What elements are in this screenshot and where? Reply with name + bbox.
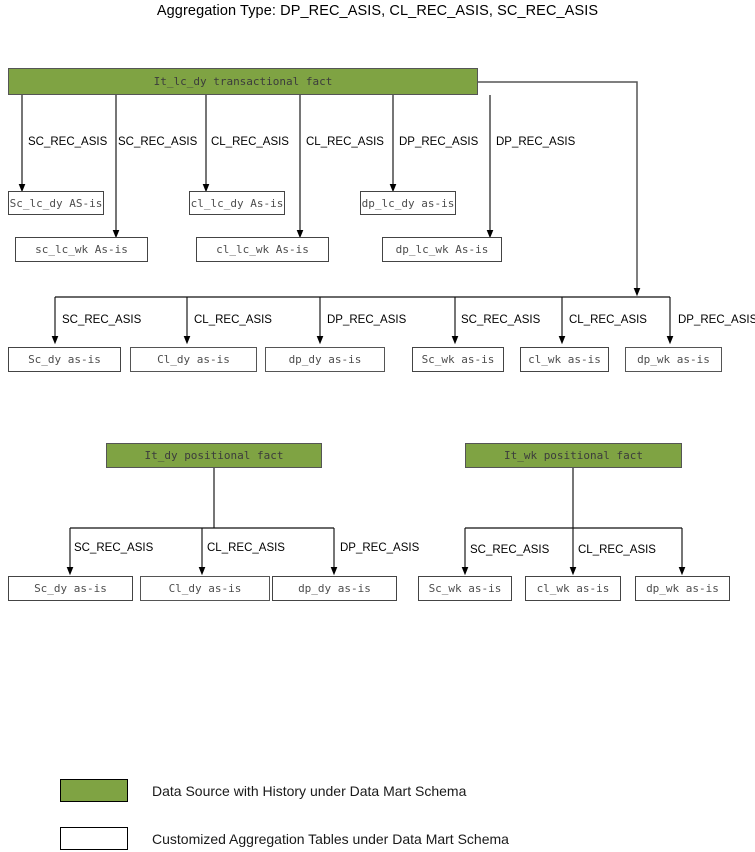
node-dp-dy-as-is-transactional[interactable]: dp_dy as-is [265,347,385,372]
legend-swatch-data-source [60,779,128,802]
node-sc-wk-as-is-positional[interactable]: Sc_wk as-is [418,576,512,601]
node-it-wk-positional-fact[interactable]: It_wk positional fact [465,443,682,468]
node-dp-lc-wk-as-is[interactable]: dp_lc_wk As-is [382,237,502,262]
page-title: Aggregation Type: DP_REC_ASIS, CL_REC_AS… [156,3,599,19]
node-cl-dy-as-is-positional[interactable]: Cl_dy as-is [140,576,270,601]
node-sc-lc-dy-as-is[interactable]: Sc_lc_dy AS-is [8,191,104,215]
edge-label-dy-sc-rec-asis: SC_REC_ASIS [74,542,154,554]
edge-label-level2-cl-rec-asis-2: CL_REC_ASIS [569,314,647,326]
edge-label-level2-sc-rec-asis-2: SC_REC_ASIS [461,314,541,326]
node-dp-wk-as-is-positional[interactable]: dp_wk as-is [635,576,730,601]
node-cl-lc-dy-as-is[interactable]: cl_lc_dy As-is [189,191,285,215]
node-dp-lc-dy-as-is[interactable]: dp_lc_dy as-is [360,191,456,215]
legend-label-data-source: Data Source with History under Data Mart… [152,783,467,799]
node-it-lc-dy-transactional-fact[interactable]: It_lc_dy transactional fact [8,68,478,95]
edge-label-sc-rec-asis-1: SC_REC_ASIS [28,136,108,148]
edge-label-cl-rec-asis-1: CL_REC_ASIS [211,136,289,148]
node-cl-dy-as-is-transactional[interactable]: Cl_dy as-is [130,347,257,372]
edge-label-dp-rec-asis-2: DP_REC_ASIS [496,136,576,148]
node-sc-dy-as-is-positional[interactable]: Sc_dy as-is [8,576,133,601]
edge-label-wk-cl-rec-asis: CL_REC_ASIS [578,544,656,556]
node-dp-dy-as-is-positional[interactable]: dp_dy as-is [272,576,397,601]
node-dp-wk-as-is-transactional[interactable]: dp_wk as-is [625,347,722,372]
node-it-dy-positional-fact[interactable]: It_dy positional fact [106,443,322,468]
edge-label-cl-rec-asis-2: CL_REC_ASIS [306,136,384,148]
legend-swatch-aggregation-tables [60,827,128,850]
edge-label-dy-dp-rec-asis: DP_REC_ASIS [340,542,420,554]
edge-label-wk-sc-rec-asis: SC_REC_ASIS [470,544,550,556]
edge-label-level2-cl-rec-asis-1: CL_REC_ASIS [194,314,272,326]
edge-label-level2-dp-rec-asis-2: DP_REC_ASIS [678,314,755,326]
node-cl-lc-wk-as-is[interactable]: cl_lc_wk As-is [196,237,329,262]
edge-label-dp-rec-asis-1: DP_REC_ASIS [399,136,479,148]
edge-label-dy-cl-rec-asis: CL_REC_ASIS [207,542,285,554]
node-cl-wk-as-is-positional[interactable]: cl_wk as-is [525,576,621,601]
edge-label-level2-dp-rec-asis-1: DP_REC_ASIS [327,314,407,326]
node-cl-wk-as-is-transactional[interactable]: cl_wk as-is [520,347,609,372]
legend-label-aggregation-tables: Customized Aggregation Tables under Data… [152,831,509,847]
edge-label-sc-rec-asis-2: SC_REC_ASIS [118,136,198,148]
node-sc-lc-wk-as-is[interactable]: sc_lc_wk As-is [15,237,148,262]
node-sc-wk-as-is-transactional[interactable]: Sc_wk as-is [412,347,504,372]
edge-label-level2-sc-rec-asis-1: SC_REC_ASIS [62,314,142,326]
node-sc-dy-as-is-transactional[interactable]: Sc_dy as-is [8,347,121,372]
